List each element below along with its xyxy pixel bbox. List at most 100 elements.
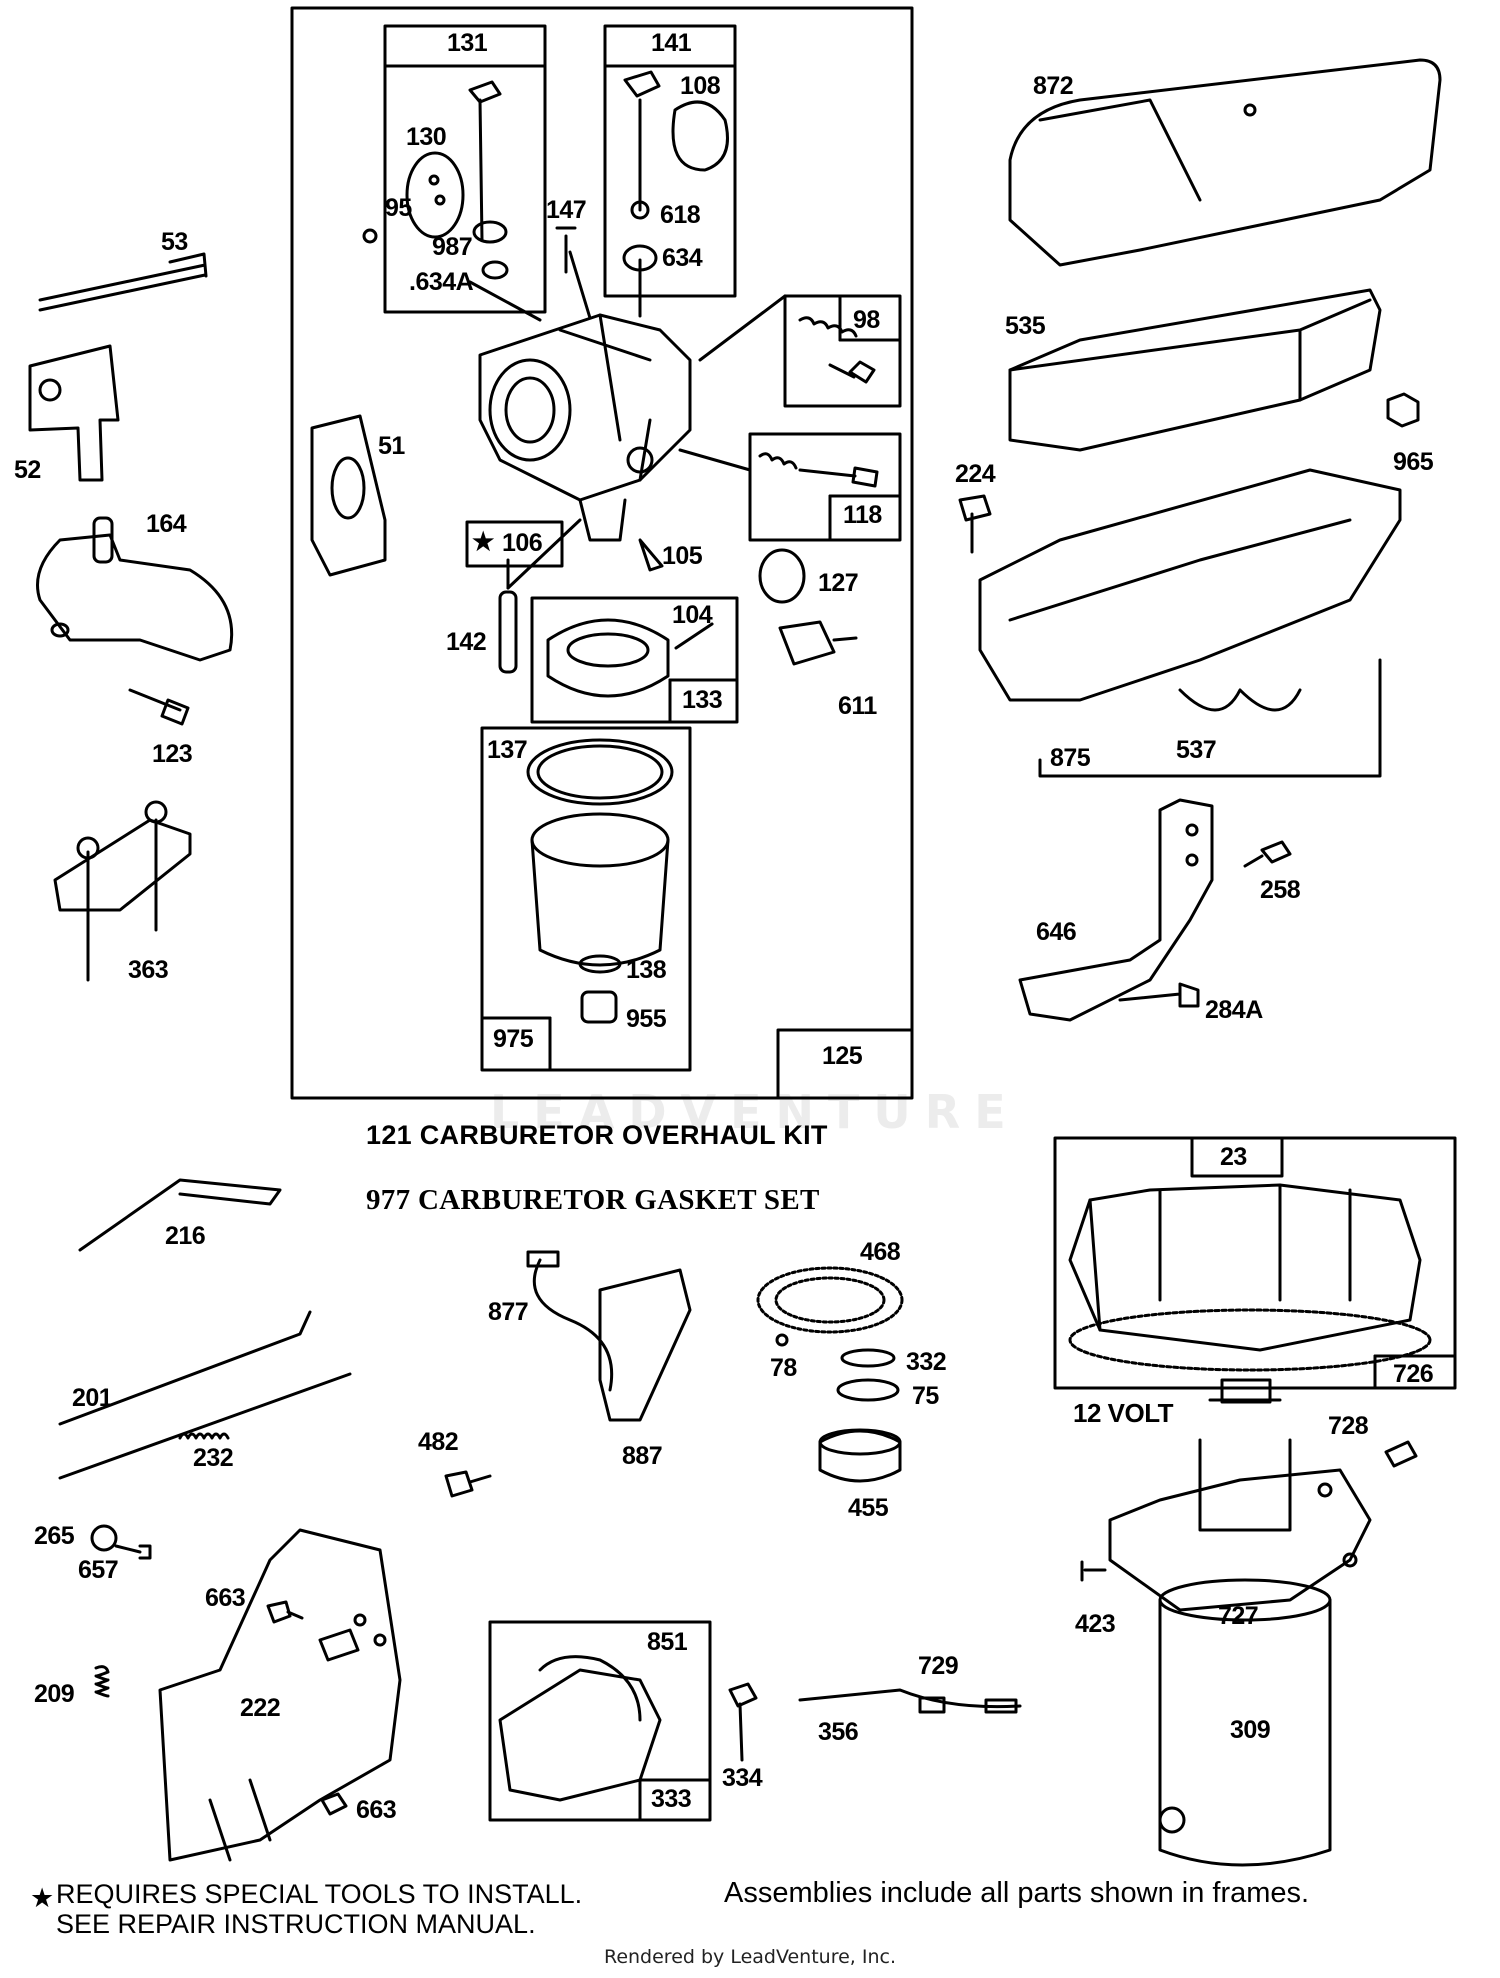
cover-872 xyxy=(1008,58,1442,267)
rod-201 xyxy=(58,1310,312,1426)
part-label-332: 332 xyxy=(906,1348,947,1376)
filter-535 xyxy=(1008,288,1382,452)
volt-label: 12 VOLT xyxy=(1073,1398,1174,1428)
part-label-334: 334 xyxy=(722,1764,763,1792)
part-label-955: 955 xyxy=(626,1005,667,1033)
frame-label-23: 23 xyxy=(1220,1143,1247,1171)
frame-975 xyxy=(480,726,692,1072)
assemblies-note: Assemblies include all parts shown in fr… xyxy=(724,1877,1310,1909)
rod-232 xyxy=(58,1372,352,1480)
part-label-634: 634 xyxy=(662,244,703,272)
kit-977-note: 977 CARBURETOR GASKET SET xyxy=(366,1184,820,1216)
star-symbol: ★ xyxy=(472,528,494,556)
part-label-887: 887 xyxy=(622,1442,663,1470)
part-label-265: 265 xyxy=(34,1522,75,1550)
watermark-text: LEADVENTURE xyxy=(490,1085,1020,1139)
armature-887 xyxy=(598,1268,692,1422)
part-label-727: 727 xyxy=(1218,1602,1259,1630)
screen-468 xyxy=(756,1266,904,1334)
part-label-455: 455 xyxy=(848,1494,889,1522)
part-label-611: 611 xyxy=(838,692,877,720)
module-851 xyxy=(498,1668,662,1802)
frame-118 xyxy=(748,432,902,542)
part-label-75: 75 xyxy=(912,1382,939,1410)
frame-label-726: 726 xyxy=(1393,1360,1434,1388)
part-label-851: 851 xyxy=(647,1628,688,1656)
star-note-symbol: ★ xyxy=(30,1883,55,1913)
part-label-52: 52 xyxy=(14,456,41,484)
part-label-363: 363 xyxy=(128,956,169,984)
part-label-284a: 284A xyxy=(1205,996,1263,1024)
flywheel-23 xyxy=(1068,1183,1422,1352)
footer-credit: Rendered by LeadVenture, Inc. xyxy=(603,1946,897,1968)
part-label-423: 423 xyxy=(1075,1610,1116,1638)
frame-141 xyxy=(603,24,737,298)
part-label-209: 209 xyxy=(34,1680,75,1708)
frame-125 xyxy=(776,1028,914,1100)
part-label-634a: .634A xyxy=(409,268,474,296)
o-ring-127 xyxy=(758,548,806,604)
frame-label-133: 133 xyxy=(682,686,723,714)
part-label-618: 618 xyxy=(660,201,701,229)
frame-133 xyxy=(530,596,739,724)
gasket-52 xyxy=(28,344,120,482)
part-label-663-bottom: 663 xyxy=(356,1796,397,1824)
wire-877 xyxy=(532,1258,614,1392)
carburetor-frame xyxy=(290,6,914,1100)
part-label-728: 728 xyxy=(1328,1412,1369,1440)
part-label-137: 137 xyxy=(487,736,528,764)
wire-729 xyxy=(798,1688,1022,1709)
part-label-729: 729 xyxy=(918,1652,959,1680)
part-label-108: 108 xyxy=(680,72,721,100)
clutch-455 xyxy=(818,1429,902,1483)
part-label-663-top: 663 xyxy=(205,1584,246,1612)
carburetor-body-drawing xyxy=(478,313,692,542)
rod-216 xyxy=(78,1178,282,1252)
part-label-965: 965 xyxy=(1393,448,1434,476)
part-label-657: 657 xyxy=(78,1556,119,1584)
shaft-53 xyxy=(38,252,208,312)
bracket-363 xyxy=(53,818,192,912)
part-label-877: 877 xyxy=(488,1298,529,1326)
frame-label-141: 141 xyxy=(651,29,692,57)
part-label-138: 138 xyxy=(626,956,667,984)
part-label-987: 987 xyxy=(432,233,473,261)
frame-label-975: 975 xyxy=(493,1025,534,1053)
frame-333 xyxy=(488,1620,712,1822)
bracket-646 xyxy=(1018,798,1214,1022)
special-tools-note-line2: SEE REPAIR INSTRUCTION MANUAL. xyxy=(56,1909,536,1939)
control-plate-222 xyxy=(158,1528,402,1862)
frame-label-98: 98 xyxy=(853,306,880,334)
part-label-201: 201 xyxy=(72,1384,113,1412)
frame-label-131: 131 xyxy=(447,29,488,57)
frame-label-333: 333 xyxy=(651,1785,692,1813)
part-label-78: 78 xyxy=(770,1354,797,1382)
frame-label-106: 106 xyxy=(502,529,543,557)
frame-label-875: 875 xyxy=(1050,744,1091,772)
frame-106 xyxy=(465,520,564,568)
part-label-535: 535 xyxy=(1005,312,1046,340)
gasket-51 xyxy=(310,414,387,577)
part-label-104: 104 xyxy=(672,601,713,629)
part-label-216: 216 xyxy=(165,1222,206,1250)
part-label-356: 356 xyxy=(818,1718,859,1746)
intake-164 xyxy=(36,533,234,662)
part-label-482: 482 xyxy=(418,1428,459,1456)
part-label-537: 537 xyxy=(1176,736,1217,764)
part-label-105: 105 xyxy=(662,542,703,570)
part-label-258: 258 xyxy=(1260,876,1301,904)
part-label-51: 51 xyxy=(378,432,405,460)
part-label-142: 142 xyxy=(446,628,487,656)
part-label-646: 646 xyxy=(1036,918,1077,946)
frame-131 xyxy=(383,24,547,314)
part-label-309: 309 xyxy=(1230,1716,1271,1744)
frame-label-125: 125 xyxy=(822,1042,863,1070)
kit-121-note: 121 CARBURETOR OVERHAUL KIT xyxy=(366,1120,828,1150)
part-label-164: 164 xyxy=(146,510,187,538)
part-label-232: 232 xyxy=(193,1444,234,1472)
special-tools-note-line1: REQUIRES SPECIAL TOOLS TO INSTALL. xyxy=(56,1879,583,1909)
frame-label-118: 118 xyxy=(843,501,882,529)
frame-98 xyxy=(783,294,902,408)
